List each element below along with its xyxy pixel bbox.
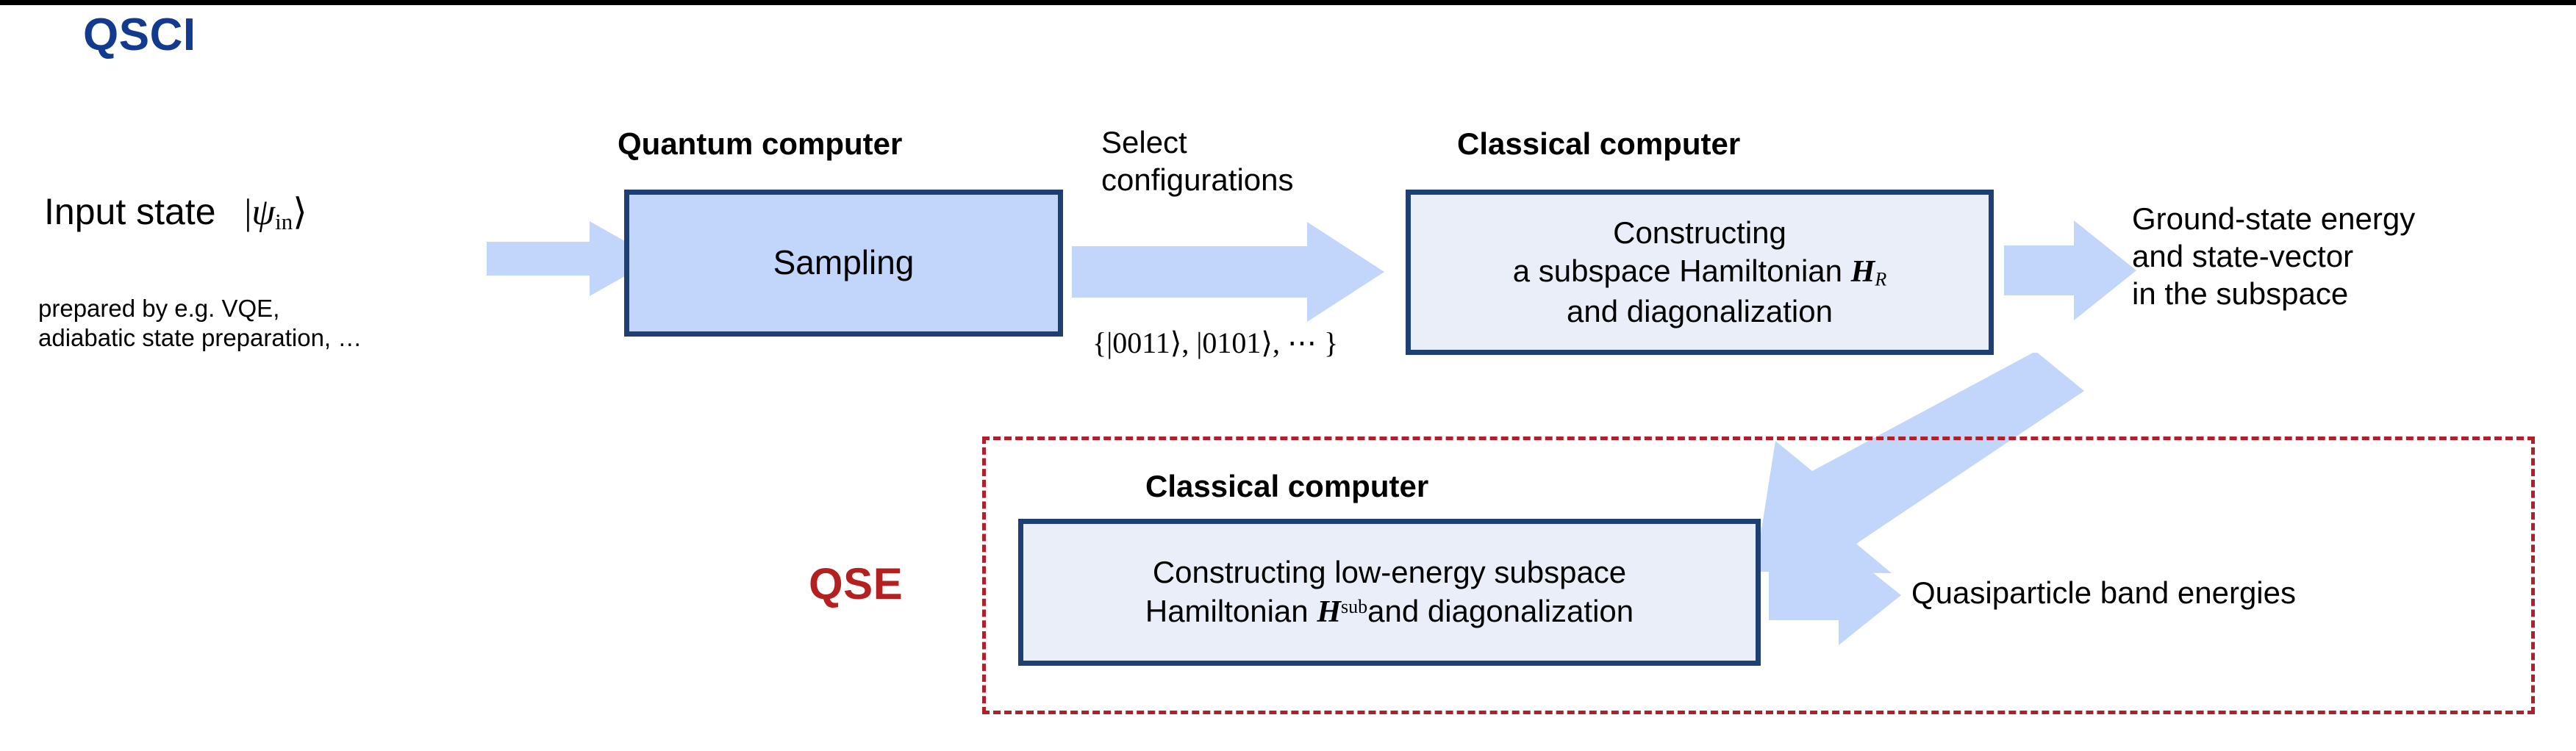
qsci-classical-box-line3: and diagonalization [1567, 293, 1833, 328]
hamiltonian-symbol-hr: H [1850, 255, 1875, 290]
selected-configurations-set: {|0011⟩, |0101⟩, ⋯ } [1092, 326, 1339, 359]
qsci-output-line2: and state-vector [2132, 239, 2354, 274]
qsci-output-line3: in the subspace [2132, 276, 2349, 312]
qse-classical-box-line2: Hamiltonian Hsuband diagonalization [1145, 592, 1634, 632]
select-configurations-line2: configurations [1101, 162, 1294, 198]
input-state-title-text: Input state [44, 191, 216, 232]
select-configurations-line1: Select [1101, 125, 1187, 159]
qsci-classical-box-line1: Constructing [1613, 215, 1786, 250]
qsci-output-line1: Ground-state energy [2132, 201, 2416, 236]
qsci-classical-computer-caption: Classical computer [1457, 126, 1741, 161]
arrow-qsci-to-qse-icon [1755, 353, 2084, 573]
hamiltonian-symbol-hsub: H [1317, 594, 1341, 629]
hamiltonian-subscript-r: R [1875, 269, 1887, 291]
ket-open: | [244, 191, 252, 232]
qsci-output-text: Ground-state energy and state-vector in … [2132, 200, 2415, 313]
input-state-note-line1: prepared by e.g. VQE, [38, 295, 280, 322]
qse-classical-computer-box: Constructing low-energy subspace Hamilto… [1018, 519, 1761, 666]
quantum-computer-caption: Quantum computer [618, 126, 903, 161]
input-state-note-line2: adiabatic state preparation, … [38, 324, 362, 352]
input-state-note: prepared by e.g. VQE, adiabatic state pr… [38, 294, 362, 353]
ket-close: ⟩ [293, 191, 307, 232]
qsci-classical-box-line2-prefix: a subspace Hamiltonian [1512, 254, 1842, 289]
ket-subscript: in [275, 208, 293, 234]
qsci-classical-box-line2: a subspace Hamiltonian HR [1513, 252, 1887, 292]
qse-classical-box-line2-suffix: and diagonalization [1367, 593, 1634, 628]
qse-group-label: QSE [809, 559, 904, 608]
qse-output-line1: Quasiparticle band energies [1911, 575, 2296, 610]
quantum-computer-box-label: Sampling [773, 243, 915, 282]
select-configurations-label: Select configurations [1101, 123, 1294, 198]
arrow-qse-to-output-icon [1769, 545, 1901, 645]
qse-group-box [982, 436, 2535, 714]
qsci-group-label: QSCI [83, 10, 196, 60]
top-black-bar [0, 0, 2576, 5]
arrow-input-to-quantum-icon [487, 221, 656, 296]
ket-psi-symbol: ψ [251, 192, 276, 233]
qse-classical-computer-caption: Classical computer [1145, 469, 1429, 503]
qse-classical-box-line1: Constructing low-energy subspace [1152, 555, 1627, 589]
arrow-classical-to-output-icon [2004, 220, 2136, 320]
hamiltonian-superscript-sub: sub [1340, 595, 1368, 617]
input-state-title: Input state |ψin⟩ [44, 190, 307, 236]
input-state-ket: |ψin⟩ [226, 191, 307, 234]
qse-classical-box-line2-prefix: Hamiltonian [1145, 593, 1309, 628]
quantum-computer-box: Sampling [624, 190, 1063, 337]
qse-output-text: Quasiparticle band energies [1911, 574, 2296, 611]
arrow-quantum-to-classical-icon [1072, 222, 1384, 322]
qsci-classical-computer-box: Constructing a subspace Hamiltonian HR a… [1406, 190, 1994, 355]
